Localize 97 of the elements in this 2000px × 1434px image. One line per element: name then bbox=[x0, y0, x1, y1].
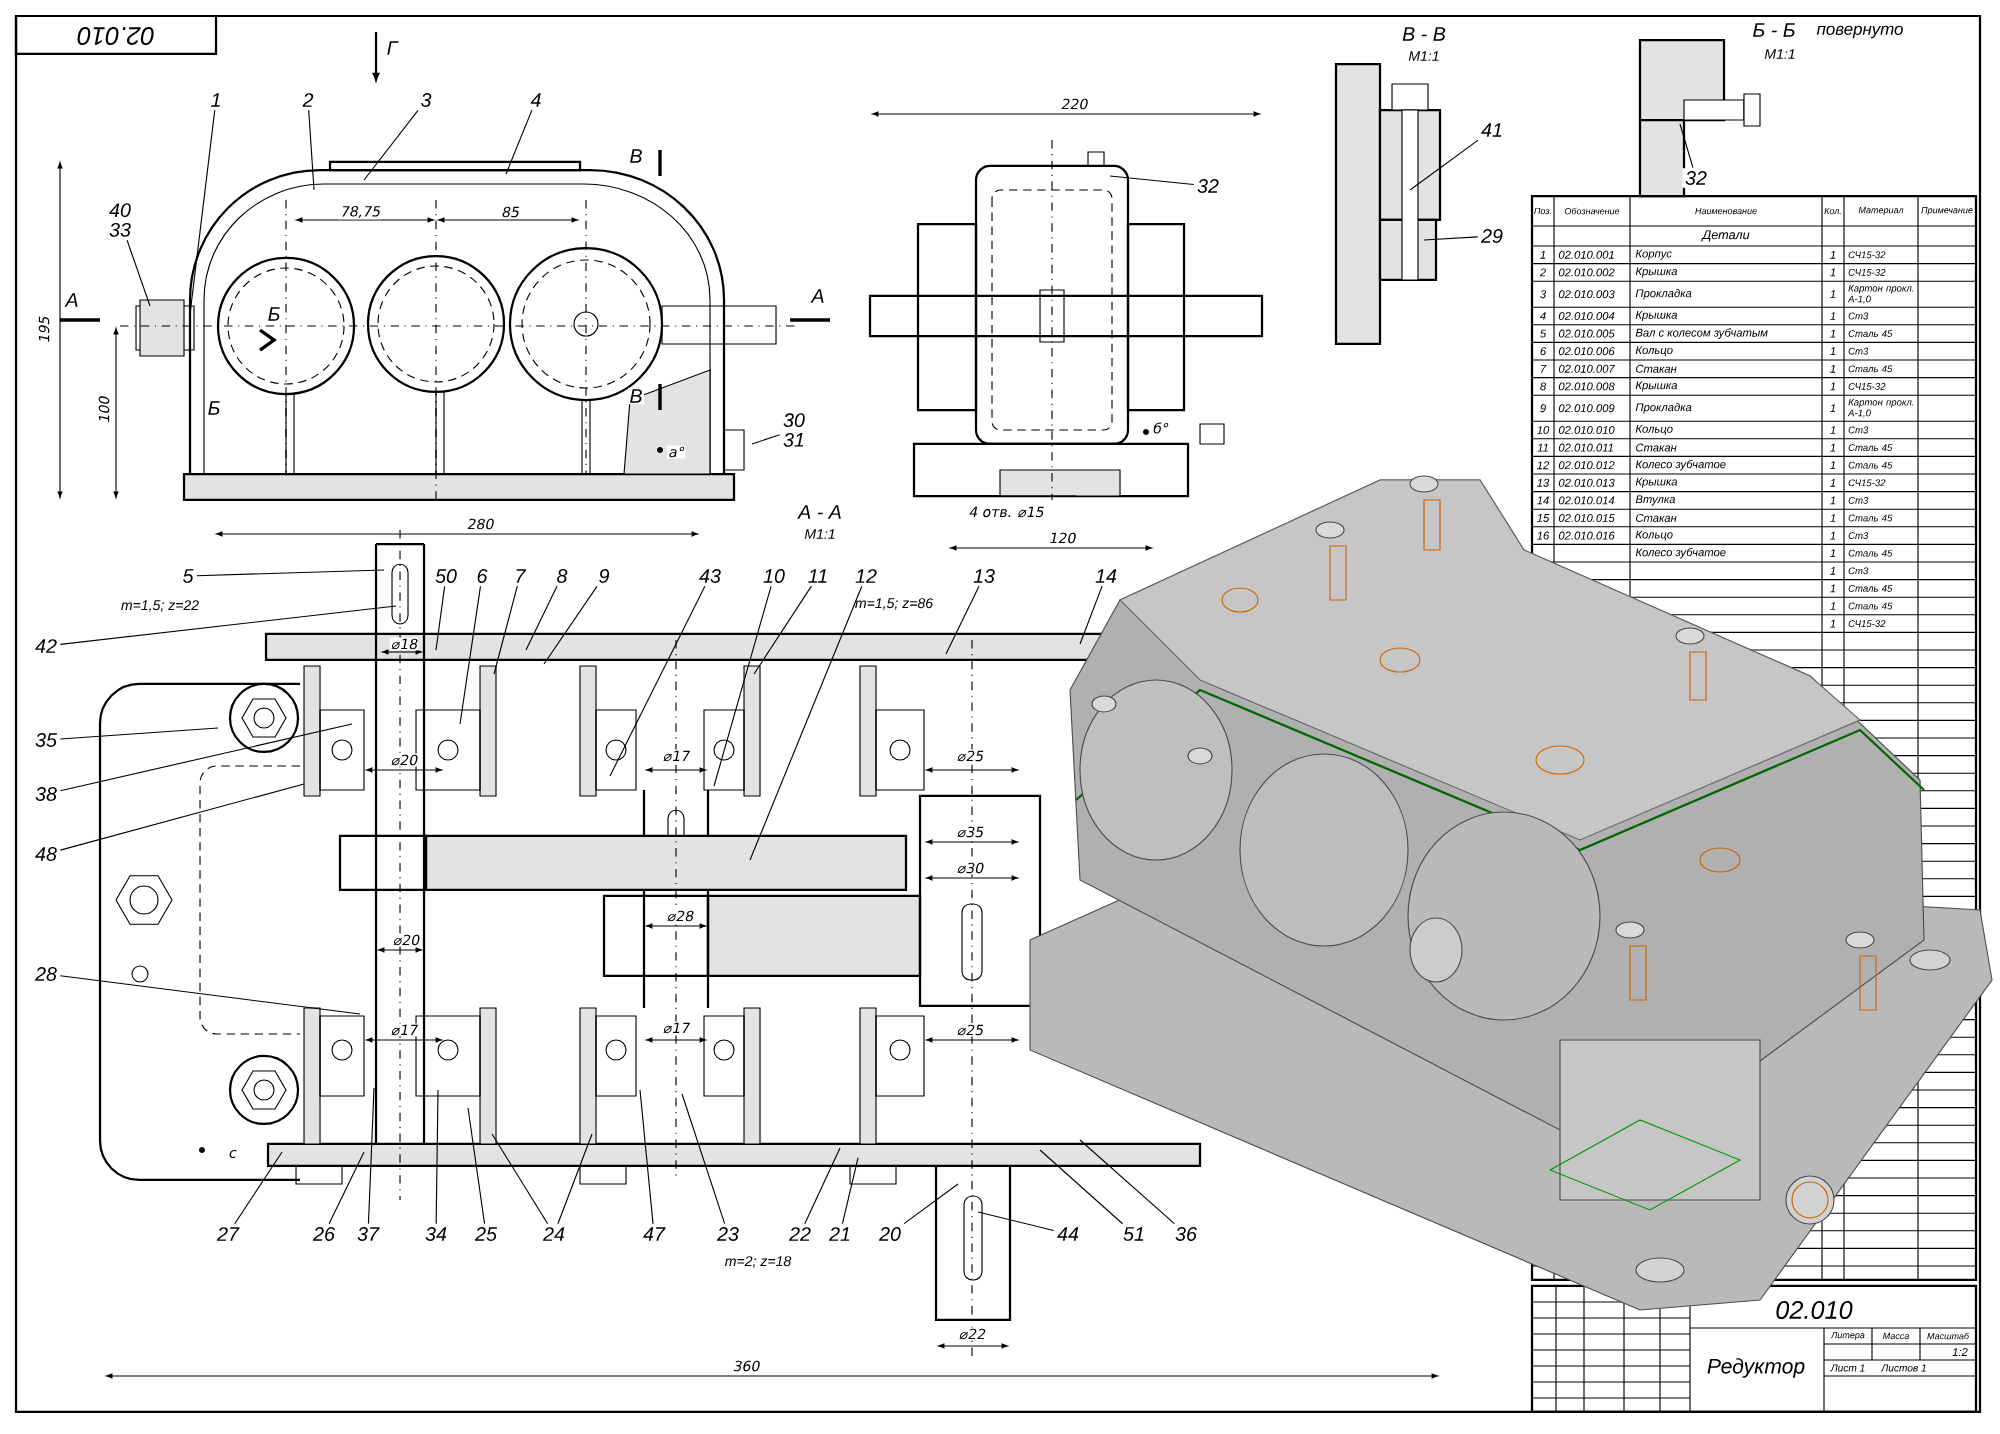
callout-number: 35 bbox=[32, 730, 60, 750]
callout-number: 23 bbox=[714, 1224, 742, 1244]
leader-line bbox=[1039, 1149, 1124, 1225]
leader-line bbox=[1079, 1139, 1175, 1225]
view-letter: Г bbox=[385, 39, 399, 57]
leader-line bbox=[713, 585, 772, 787]
callout-number: 1 bbox=[207, 90, 225, 110]
section-title: Б - Б bbox=[1751, 21, 1797, 39]
leader-line bbox=[308, 109, 315, 191]
callout-number: 43 bbox=[696, 566, 724, 586]
leader-line bbox=[234, 1151, 283, 1225]
leader-line bbox=[505, 109, 533, 175]
callout-number: 5 bbox=[179, 566, 197, 586]
callout-number: 42 bbox=[32, 636, 60, 656]
callout-number: 37 bbox=[354, 1224, 382, 1244]
leader-line bbox=[59, 727, 219, 740]
callout-number: 40 33 bbox=[106, 200, 134, 240]
callout-number: 22 bbox=[786, 1224, 814, 1244]
leader-line bbox=[491, 1133, 549, 1225]
leader-line bbox=[1423, 236, 1479, 241]
callout-number: 36 bbox=[1172, 1224, 1200, 1244]
leader-line bbox=[804, 1147, 841, 1225]
leader-line bbox=[525, 585, 558, 651]
callout-number: 21 bbox=[826, 1224, 854, 1244]
leader-line bbox=[367, 1087, 375, 1225]
section-title: В - В bbox=[1400, 25, 1448, 43]
callout-number: 32 bbox=[1194, 176, 1222, 196]
callout-number: 3 bbox=[417, 90, 435, 110]
callout-number: 6 bbox=[473, 566, 491, 586]
leader-line bbox=[557, 1133, 593, 1225]
callout-number: 32 bbox=[1682, 168, 1710, 188]
callout-number: 34 bbox=[422, 1224, 450, 1244]
leader-line bbox=[467, 1107, 486, 1225]
callout-number: 41 bbox=[1478, 120, 1506, 140]
section-letter: Б bbox=[266, 305, 282, 323]
leader-line bbox=[681, 1093, 726, 1225]
callout-number: 11 bbox=[805, 566, 832, 586]
callout-number: 50 bbox=[432, 566, 460, 586]
callout-number: 30 31 bbox=[780, 410, 808, 450]
callout-number: 44 bbox=[1054, 1224, 1082, 1244]
callout-number: 8 bbox=[553, 566, 571, 586]
leader-line bbox=[753, 585, 812, 675]
callout-number: 27 bbox=[214, 1224, 242, 1244]
callout-number: 29 bbox=[1478, 226, 1506, 246]
leader-line bbox=[363, 109, 419, 181]
leader-line bbox=[189, 109, 216, 315]
callout-number: 13 bbox=[970, 566, 998, 586]
leader-line bbox=[609, 585, 706, 777]
leader-line bbox=[1409, 139, 1479, 191]
drawing-number: 02.010 bbox=[1776, 1301, 1853, 1319]
leader-line bbox=[543, 585, 598, 665]
leader-line bbox=[493, 585, 518, 675]
leader-line bbox=[1679, 123, 1694, 169]
callout-number: 2 bbox=[299, 90, 317, 110]
callout-number: 4 bbox=[527, 90, 545, 110]
callout-number: 48 bbox=[32, 844, 60, 864]
section-title: А - А bbox=[796, 503, 844, 521]
callout-number: 25 bbox=[472, 1224, 500, 1244]
drawing-number: 02.010 bbox=[77, 27, 154, 45]
callout-number: 24 bbox=[540, 1224, 568, 1244]
callout-number: 26 bbox=[310, 1224, 338, 1244]
callout-number: 51 bbox=[1120, 1224, 1148, 1244]
leader-line bbox=[59, 975, 361, 1015]
callout-number: 14 bbox=[1092, 566, 1120, 586]
leader-line bbox=[196, 569, 385, 577]
leader-line bbox=[977, 1211, 1055, 1232]
callout-number: 47 bbox=[640, 1224, 668, 1244]
leader-line bbox=[126, 239, 151, 307]
callout-number: 9 bbox=[595, 566, 613, 586]
leader-line bbox=[328, 1151, 365, 1225]
leader-line bbox=[459, 585, 482, 725]
callout-number: 7 bbox=[511, 566, 529, 586]
callout-number: 28 bbox=[32, 964, 60, 984]
leader-line bbox=[1109, 175, 1195, 186]
leader-line bbox=[1079, 585, 1103, 645]
leader-line bbox=[435, 1089, 439, 1225]
callout-number: 20 bbox=[876, 1224, 904, 1244]
leader-line bbox=[59, 783, 305, 851]
section-letter: А bbox=[810, 287, 826, 305]
callout-number: 12 bbox=[852, 566, 880, 586]
callout-number: 38 bbox=[32, 784, 60, 804]
leader-line bbox=[435, 585, 446, 651]
section-letter: В bbox=[628, 147, 644, 165]
drawing-title: Редуктор bbox=[1707, 1358, 1805, 1378]
leader-line bbox=[903, 1183, 959, 1225]
callout-number: 10 bbox=[760, 566, 788, 586]
leader-line bbox=[59, 605, 397, 645]
section-note: повернуто bbox=[1816, 25, 1903, 39]
leader-line bbox=[59, 723, 353, 792]
leader-line bbox=[841, 1157, 859, 1225]
leader-line bbox=[751, 434, 781, 445]
section-letter: А bbox=[64, 291, 80, 309]
leader-line bbox=[749, 585, 863, 861]
section-letter: В bbox=[628, 387, 644, 405]
leader-line bbox=[639, 1089, 654, 1225]
section-letter: Б bbox=[206, 399, 222, 417]
leader-line bbox=[945, 585, 980, 655]
